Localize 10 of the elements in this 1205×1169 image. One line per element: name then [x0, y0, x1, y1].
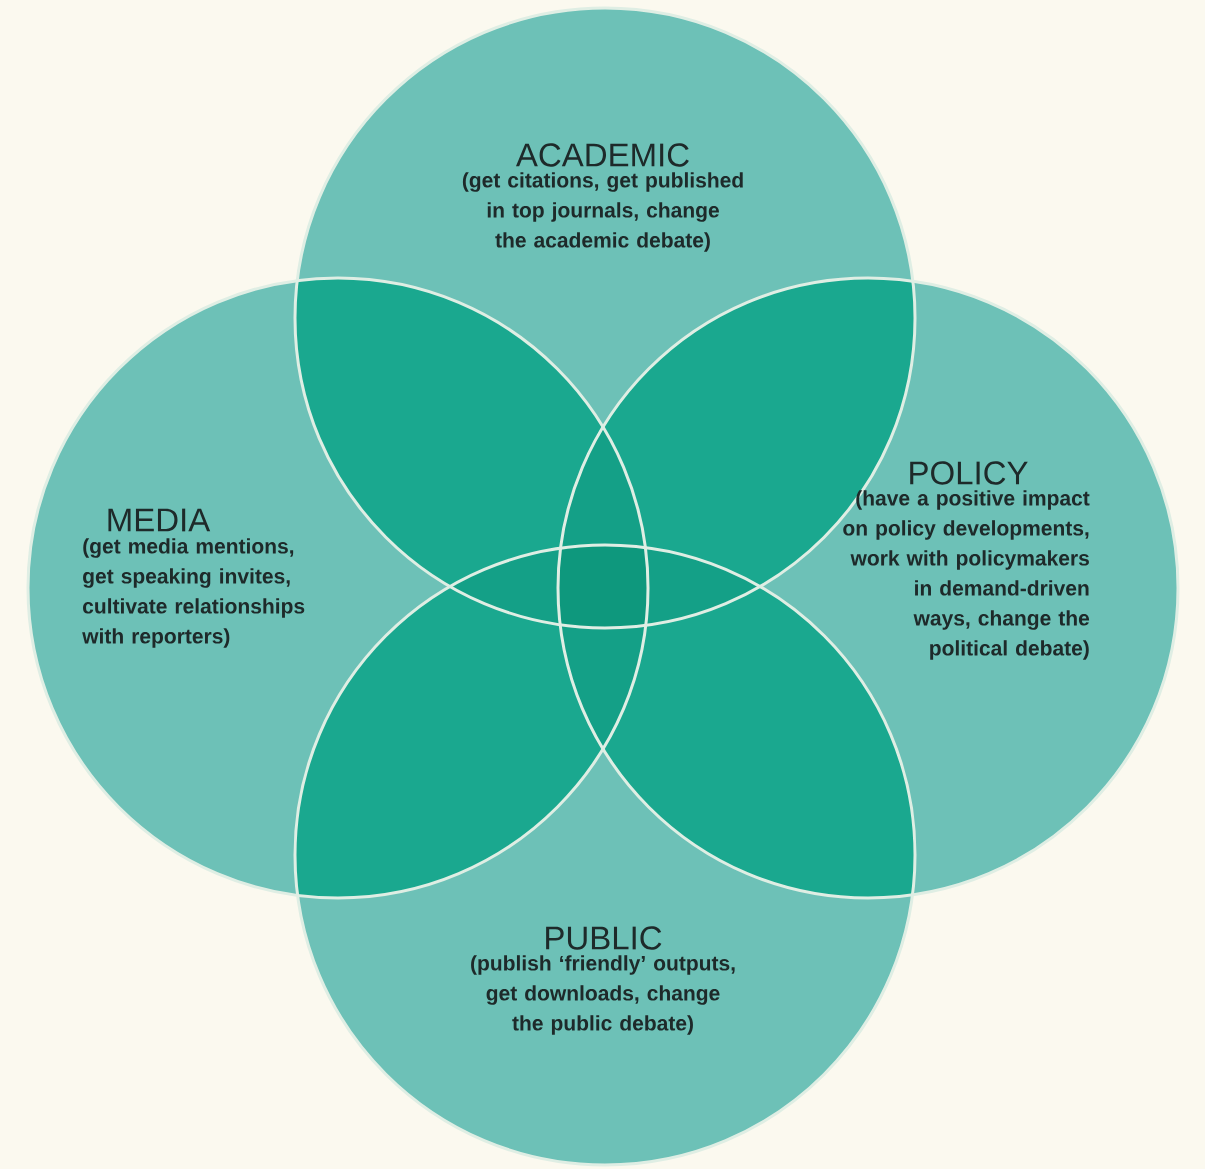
circle-description: (have a positive impact on policy developments, work with policymakers in demand-driven ways, change the political debate): [843, 490, 1090, 660]
circle-heading: PUBLIC: [546, 926, 662, 950]
circle-heading: MEDIA: [108, 508, 211, 532]
circle-description: (publish ‘friendly’ outputs, get downloads, change the public debate): [471, 955, 735, 1035]
circle-heading: ACADEMIC: [516, 143, 689, 167]
circle-description: (get citations, get published in top journals, change the academic debate): [462, 172, 743, 252]
venn-circle: [556, 276, 1180, 900]
circle-description: (get media mentions, get speaking invites, cultivate relationships with reporters): [82, 538, 305, 648]
venn-circle: [26, 276, 650, 900]
circle-heading: POLICY: [910, 461, 1028, 485]
